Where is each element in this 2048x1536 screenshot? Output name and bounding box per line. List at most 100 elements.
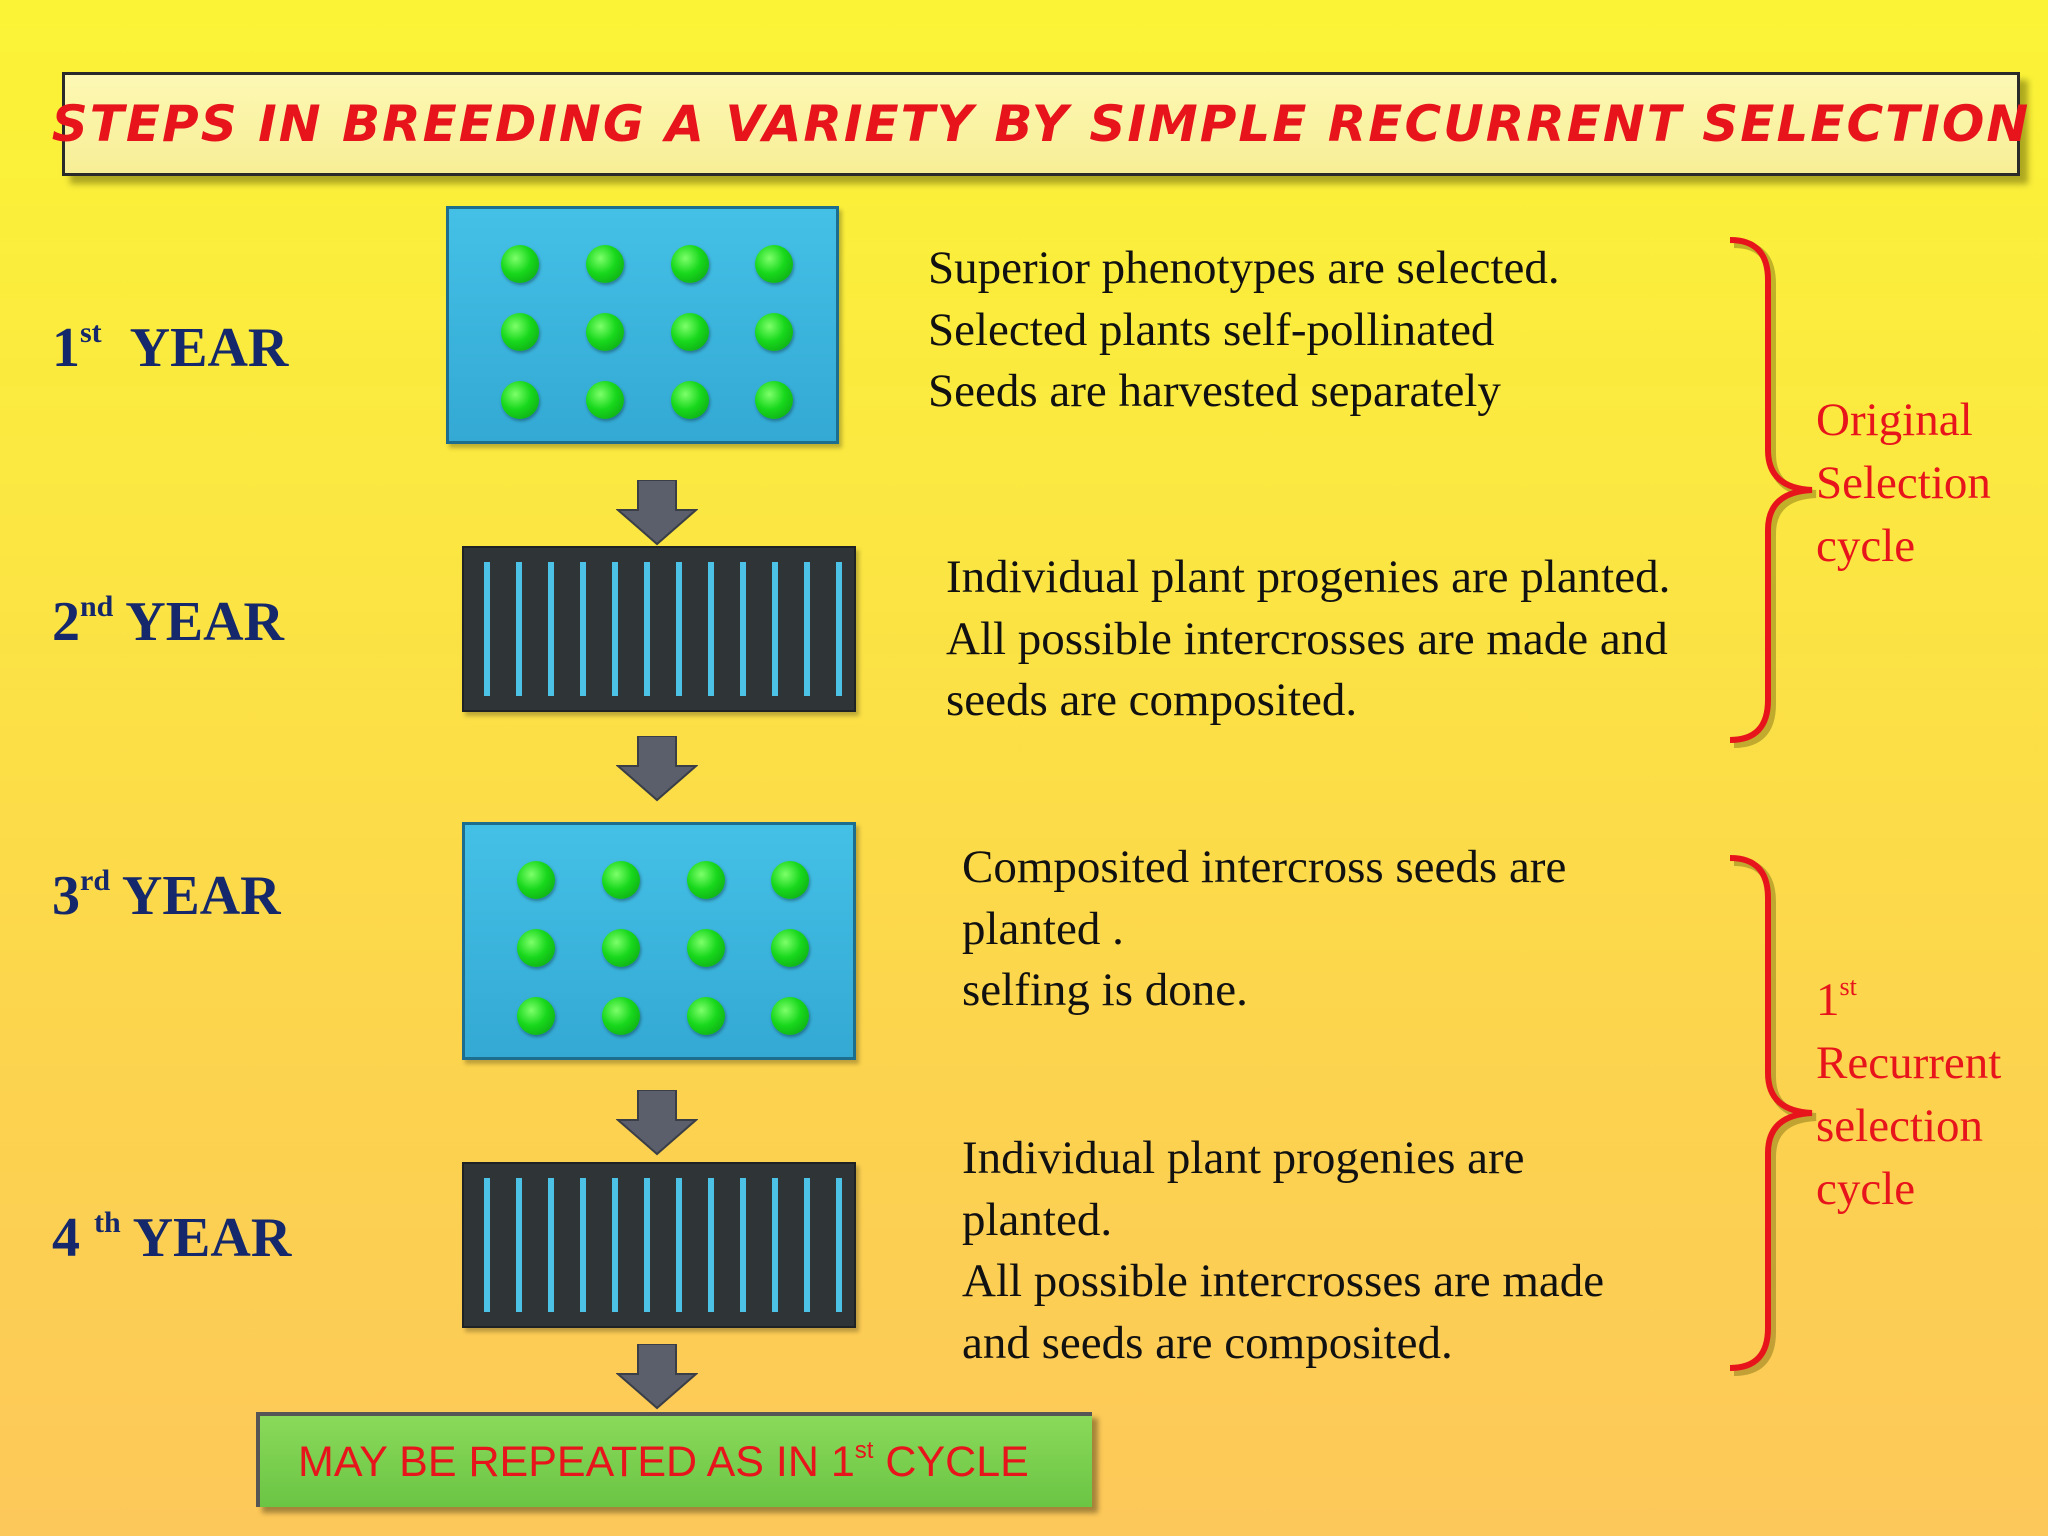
progeny-row-stripe (548, 1178, 554, 1312)
plant-dot (671, 313, 709, 351)
plant-dot (602, 929, 640, 967)
year-3-word: YEAR (121, 865, 281, 927)
step-text-line: Individual plant progenies are (962, 1132, 1525, 1184)
down-arrow-icon (616, 480, 698, 546)
step-text-line: Selected plants self-pollinated (928, 303, 1495, 356)
year-label-2: 2nd YEAR (52, 590, 284, 653)
progeny-row-stripe (676, 562, 682, 696)
progeny-row-stripe (836, 1178, 842, 1312)
progeny-row-stripe (644, 1178, 650, 1312)
step-text-line: planted . (962, 902, 1124, 955)
progeny-row-stripe (772, 1178, 778, 1312)
progeny-rows-field (462, 1162, 856, 1328)
year-3-suffix: rd (80, 864, 110, 897)
recurrent-cycle-label: 1st Recurrent selection cycle (1816, 955, 2001, 1221)
year-2-word: YEAR (125, 591, 284, 653)
repeat-note-main: MAY BE REPEATED AS IN 1 (298, 1437, 855, 1486)
step-text-line: planted. (962, 1193, 1113, 1246)
progeny-rows-field (462, 546, 856, 712)
plant-dot (687, 929, 725, 967)
plant-dot (755, 313, 793, 351)
progeny-row-stripe (516, 562, 522, 696)
repeat-note-end: CYCLE (873, 1437, 1029, 1486)
repeat-note-text: MAY BE REPEATED AS IN 1st CYCLE (298, 1437, 1029, 1487)
progeny-row-stripe (676, 1178, 682, 1312)
plant-dot (755, 381, 793, 419)
plant-dot (671, 381, 709, 419)
progeny-row-stripe (740, 562, 746, 696)
progeny-row-stripe (804, 562, 810, 696)
title-banner: STEPS IN BREEDING A VARIETY BY SIMPLE RE… (52, 72, 2028, 176)
progeny-row-stripe (740, 1178, 746, 1312)
cycle-label-line: Recurrent (1816, 1037, 2002, 1089)
plant-dot (517, 861, 555, 899)
step-text-line: seeds are composited. (946, 674, 1358, 726)
progeny-row-stripe (708, 1178, 714, 1312)
step-text-line: All possible intercrosses are made and (946, 612, 1668, 665)
year-4-word: YEAR (132, 1207, 292, 1269)
step-3-description: Composited intercross seeds are planted … (962, 837, 1566, 1022)
year-1-suffix: st (80, 316, 102, 349)
plant-dot (755, 245, 793, 283)
progeny-row-stripe (804, 1178, 810, 1312)
year-2-number: 2 (52, 591, 80, 653)
plant-dot (687, 997, 725, 1035)
cycle-number: 1 (1816, 974, 1840, 1026)
year-4-number: 4 (52, 1207, 94, 1269)
progeny-row-stripe (484, 1178, 490, 1312)
plant-dot (602, 997, 640, 1035)
cycle-label-line: Original (1816, 394, 1973, 446)
step-text-line: Superior phenotypes are selected. (928, 242, 1560, 294)
progeny-row-stripe (580, 1178, 586, 1312)
cycle-label-line: cycle (1816, 1163, 1916, 1215)
year-label-1: 1st YEAR (52, 316, 289, 379)
plant-dot (602, 861, 640, 899)
year-3-number: 3 (52, 865, 80, 927)
year-2-suffix: nd (80, 590, 114, 623)
repeat-note-box: MAY BE REPEATED AS IN 1st CYCLE (256, 1412, 1092, 1507)
progeny-row-stripe (612, 562, 618, 696)
plant-dot (771, 861, 809, 899)
step-2-description: Individual plant progenies are planted. … (946, 547, 1670, 732)
cycle-label-line: Selection (1816, 457, 1991, 509)
step-1-description: Superior phenotypes are selected. Select… (928, 238, 1560, 423)
down-arrow-icon (616, 736, 698, 802)
cycle-number-suffix: st (1839, 972, 1857, 1001)
progeny-row-stripe (708, 562, 714, 696)
year-1-word: YEAR (129, 317, 289, 379)
recurrent-cycle-brace (1729, 855, 1817, 1376)
progeny-row-stripe (548, 562, 554, 696)
original-cycle-label: Original Selection cycle (1816, 389, 1991, 578)
original-cycle-brace (1729, 237, 1817, 748)
step-text-line: Seeds are harvested separately (928, 365, 1501, 417)
selected-plants-field (446, 206, 839, 444)
progeny-row-stripe (580, 562, 586, 696)
plant-dot (517, 997, 555, 1035)
plant-dot (671, 245, 709, 283)
step-text-line: selfing is done. (962, 964, 1248, 1016)
plant-dot (501, 245, 539, 283)
plant-dot (586, 381, 624, 419)
step-4-description: Individual plant progenies are planted. … (962, 1128, 1604, 1374)
intercross-seeds-field (462, 822, 856, 1060)
down-arrow-icon (616, 1090, 698, 1156)
plant-dot (771, 997, 809, 1035)
cycle-label-line: cycle (1816, 520, 1916, 572)
plant-dot (586, 245, 624, 283)
plant-dot (501, 313, 539, 351)
down-arrow-icon (616, 1344, 698, 1410)
cycle-label-line: selection (1816, 1100, 1984, 1152)
step-text-line: All possible intercrosses are made (962, 1255, 1605, 1307)
progeny-row-stripe (644, 562, 650, 696)
plant-dot (501, 381, 539, 419)
year-4-suffix: th (94, 1206, 121, 1239)
plant-dot (771, 929, 809, 967)
year-1-number: 1 (52, 317, 80, 379)
plant-dot (586, 313, 624, 351)
year-label-4: 4 th YEAR (52, 1206, 292, 1269)
progeny-row-stripe (484, 562, 490, 696)
step-text-line: Individual plant progenies are planted. (946, 551, 1671, 603)
progeny-row-stripe (612, 1178, 618, 1312)
repeat-note-suffix: st (854, 1436, 874, 1464)
progeny-row-stripe (836, 562, 842, 696)
